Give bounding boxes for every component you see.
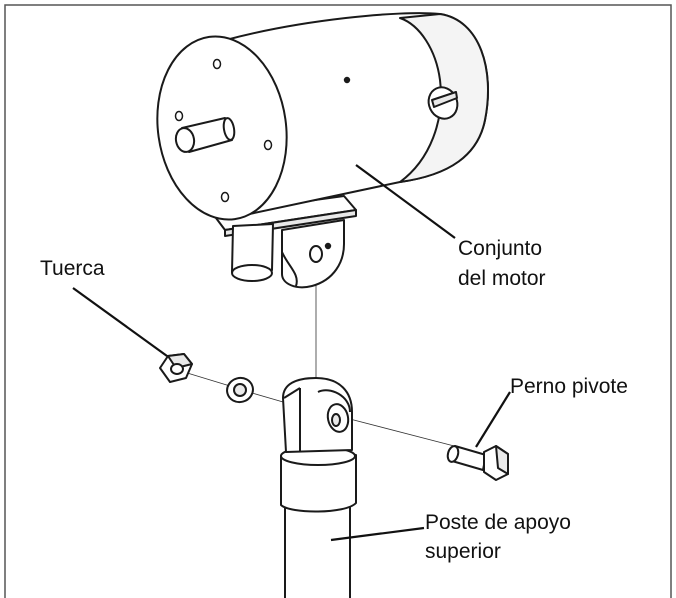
- label-tuerca: Tuerca: [40, 257, 105, 280]
- washer: [226, 376, 254, 404]
- leader-lines: [72, 164, 511, 542]
- label-poste-line2: superior: [425, 540, 501, 563]
- label-perno: Perno pivote: [510, 375, 628, 398]
- label-motor-line2: del motor: [458, 267, 546, 290]
- post-collar: [280, 454, 357, 513]
- motor-assembly: [156, 12, 489, 289]
- face-screw-holes: [174, 58, 273, 203]
- upper-support-post: [280, 377, 357, 598]
- label-motor-line1: Conjunto: [458, 237, 542, 260]
- nut: [159, 353, 193, 383]
- cap-screw: [427, 86, 459, 120]
- label-poste-line1: Poste de apoyo: [425, 511, 571, 534]
- diagram-frame: [4, 4, 672, 598]
- pivot-bolt: [446, 445, 509, 481]
